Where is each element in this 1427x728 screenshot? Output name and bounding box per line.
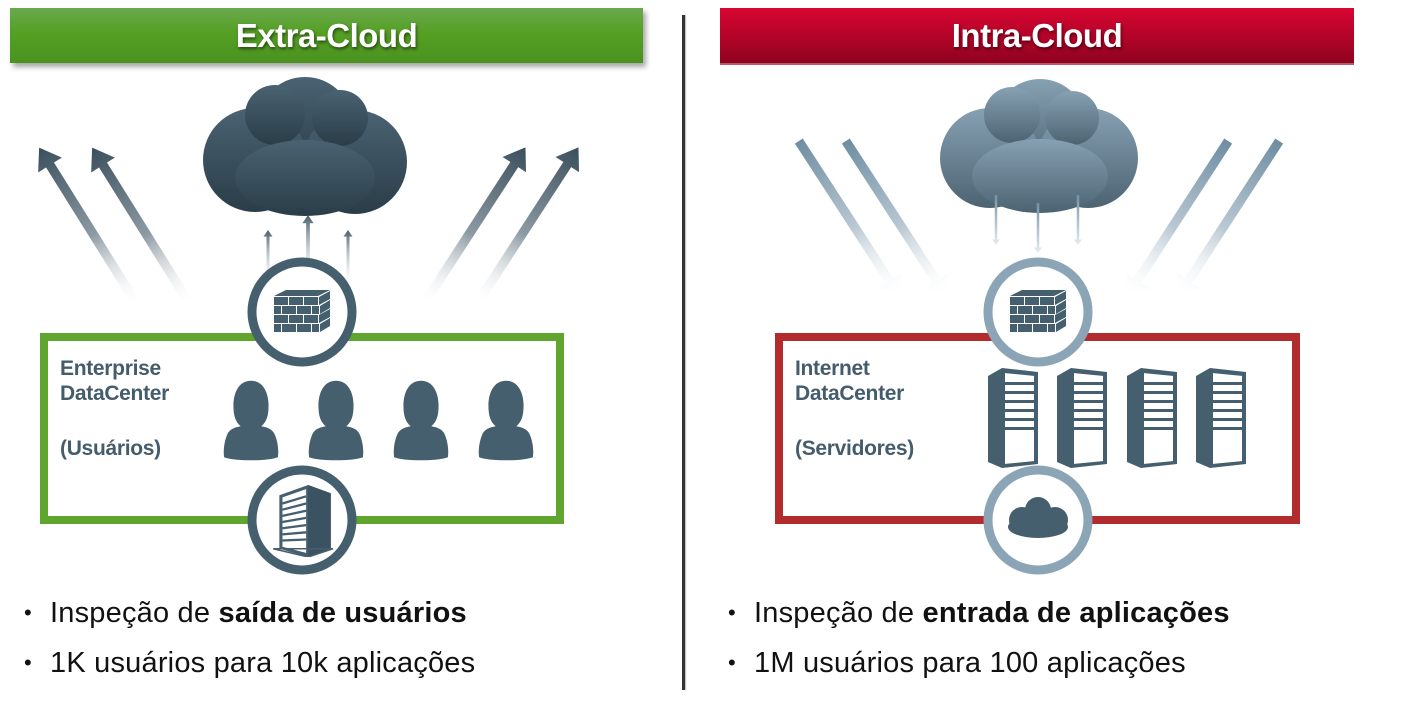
user-icon — [308, 380, 364, 461]
user-icon — [393, 380, 449, 461]
arrow-out-left-1-icon — [27, 140, 150, 314]
intra-cloud-header: Intra-Cloud — [720, 8, 1354, 65]
server-group — [988, 368, 1246, 468]
label-line: DataCenter — [60, 382, 170, 405]
extra-cloud-title: Extra-Cloud — [235, 16, 418, 54]
bullet-item: • Inspeção de saída de usuários — [24, 588, 475, 638]
label-line: Enterprise — [60, 357, 161, 380]
label-line: DataCenter — [795, 382, 905, 405]
server-tower-icon — [1127, 368, 1177, 468]
bullet-item: • 1M usuários para 100 aplicações — [728, 638, 1230, 688]
server-tower-icon — [1057, 368, 1107, 468]
user-group — [223, 380, 534, 461]
extra-cloud-bullets: • Inspeção de saída de usuários • 1K usuár… — [24, 588, 475, 688]
server-tower-icon — [1196, 368, 1246, 468]
office-building-icon — [272, 485, 334, 557]
bullet-text: 1K usuários para 10k aplicações — [50, 647, 476, 679]
bullet-bold-text: entrada de aplicações — [922, 597, 1230, 629]
user-icon — [223, 380, 279, 461]
bullet-dot: • — [24, 650, 32, 675]
enterprise-datacenter-label: Enterprise DataCenter (Usuários) — [60, 356, 169, 461]
internet-cloud-light-icon — [940, 79, 1138, 213]
bullet-item: • 1K usuários para 10k aplicações — [24, 638, 475, 688]
label-line: Internet — [795, 357, 870, 380]
internet-cloud-node — [983, 465, 1093, 575]
label-line: (Usuários) — [60, 437, 161, 460]
internet-cloud-dark-icon — [203, 77, 407, 216]
arrow-out-right-2-icon — [465, 139, 591, 312]
bullet-text: 1M usuários para 100 aplicações — [754, 647, 1186, 679]
bullet-item: • Inspeção de entrada de aplicações — [728, 588, 1230, 638]
user-icon — [478, 380, 534, 461]
extra-cloud-header: Extra-Cloud — [10, 8, 643, 63]
cloud-icon — [1008, 497, 1068, 538]
bullet-text: Inspeção de — [754, 597, 923, 629]
bullet-dot: • — [728, 650, 736, 675]
bullet-bold-text: saída de usuários — [218, 597, 467, 629]
bullet-text: Inspeção de — [50, 597, 219, 629]
label-line: (Servidores) — [795, 437, 914, 460]
arrow-in-right-2-icon — [1165, 133, 1291, 306]
arrow-out-left-2-icon — [80, 140, 203, 314]
panel-divider — [682, 15, 685, 690]
firewall-node-left — [247, 257, 357, 367]
enterprise-building-node — [247, 465, 357, 575]
internet-datacenter-label: Internet DataCenter (Servidores) — [795, 356, 914, 461]
intra-cloud-bullets: • Inspeção de entrada de aplicações • 1M u… — [728, 588, 1230, 688]
bullet-dot: • — [24, 600, 32, 625]
bullet-dot: • — [728, 600, 736, 625]
firewall-node-right — [983, 257, 1093, 367]
server-tower-icon — [988, 368, 1038, 468]
intra-cloud-title: Intra-Cloud — [951, 16, 1123, 54]
arrow-out-right-1-icon — [412, 139, 538, 312]
